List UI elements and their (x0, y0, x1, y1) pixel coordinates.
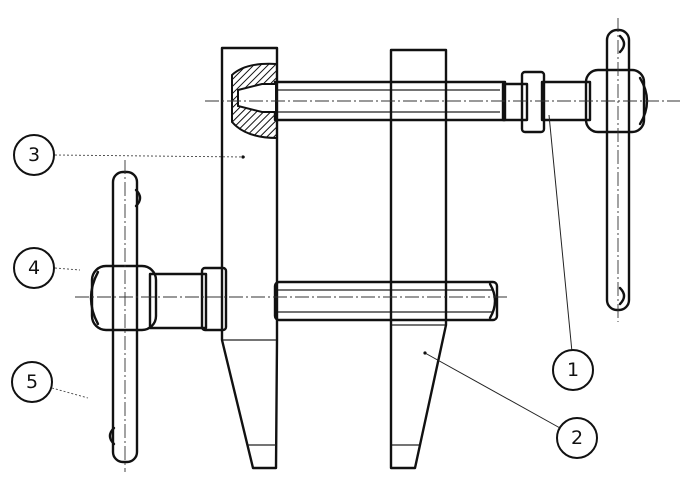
callout-2-label: 2 (571, 427, 583, 449)
callout-1: 1 (552, 349, 594, 391)
callout-1-label: 1 (567, 359, 579, 381)
sliding-jaw-centre-mark (423, 351, 427, 355)
jaw-centre-mark (241, 155, 245, 159)
callout-3: 3 (13, 134, 55, 176)
leader-2 (424, 352, 561, 429)
leader-5 (51, 387, 89, 399)
bottom-tommy-bar (89, 170, 158, 464)
top-screw (273, 70, 592, 134)
leader-1 (548, 114, 573, 353)
leader-4 (54, 267, 81, 271)
callout-5: 5 (11, 361, 53, 403)
callout-4: 4 (13, 247, 55, 289)
fixed-jaw (220, 46, 279, 470)
sliding-jaw (389, 48, 448, 470)
callout-3-label: 3 (28, 144, 40, 166)
top-tommy-bar (584, 28, 649, 312)
bottom-screw (148, 266, 499, 332)
callout-4-label: 4 (28, 257, 40, 279)
callout-5-label: 5 (26, 371, 38, 393)
callout-2: 2 (556, 417, 598, 459)
leader-3 (54, 154, 246, 158)
